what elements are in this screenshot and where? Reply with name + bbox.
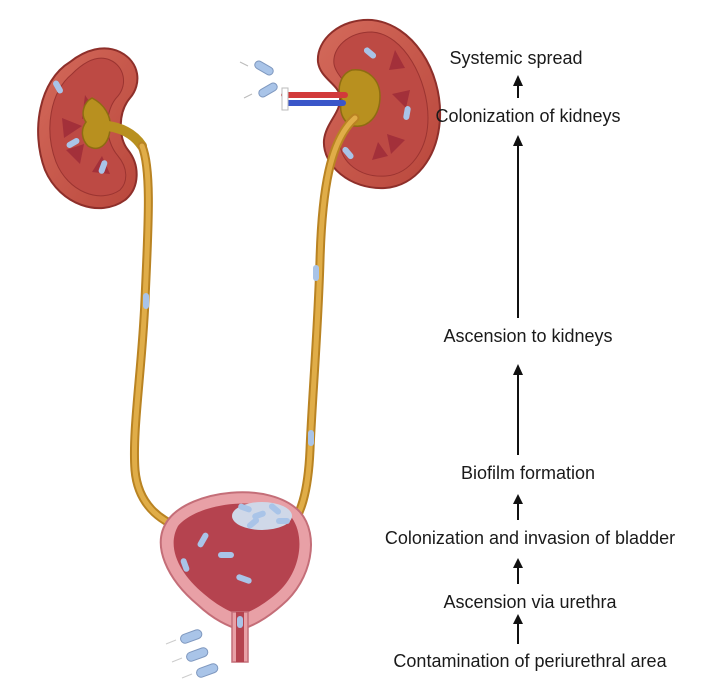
step-bladder-colonization: Colonization and invasion of bladder — [384, 528, 676, 548]
renal-vessels — [281, 87, 348, 111]
step-ascension-urethra: Ascension via urethra — [443, 592, 617, 612]
bacteria-near-kidney — [239, 60, 278, 99]
bacteria-entering-urethra — [165, 629, 219, 679]
step-contamination: Contamination of periurethral area — [393, 651, 667, 671]
step-systemic-spread: Systemic spread — [449, 48, 583, 68]
step-kidney-colonization: Colonization of kidneys — [435, 106, 621, 126]
biofilm-cluster — [232, 502, 292, 530]
step-ascension-kidneys: Ascension to kidneys — [443, 326, 613, 346]
bladder — [159, 491, 312, 632]
left-kidney — [37, 47, 147, 209]
step-biofilm: Biofilm formation — [460, 463, 596, 483]
urethra — [231, 611, 249, 663]
right-kidney — [316, 18, 442, 190]
